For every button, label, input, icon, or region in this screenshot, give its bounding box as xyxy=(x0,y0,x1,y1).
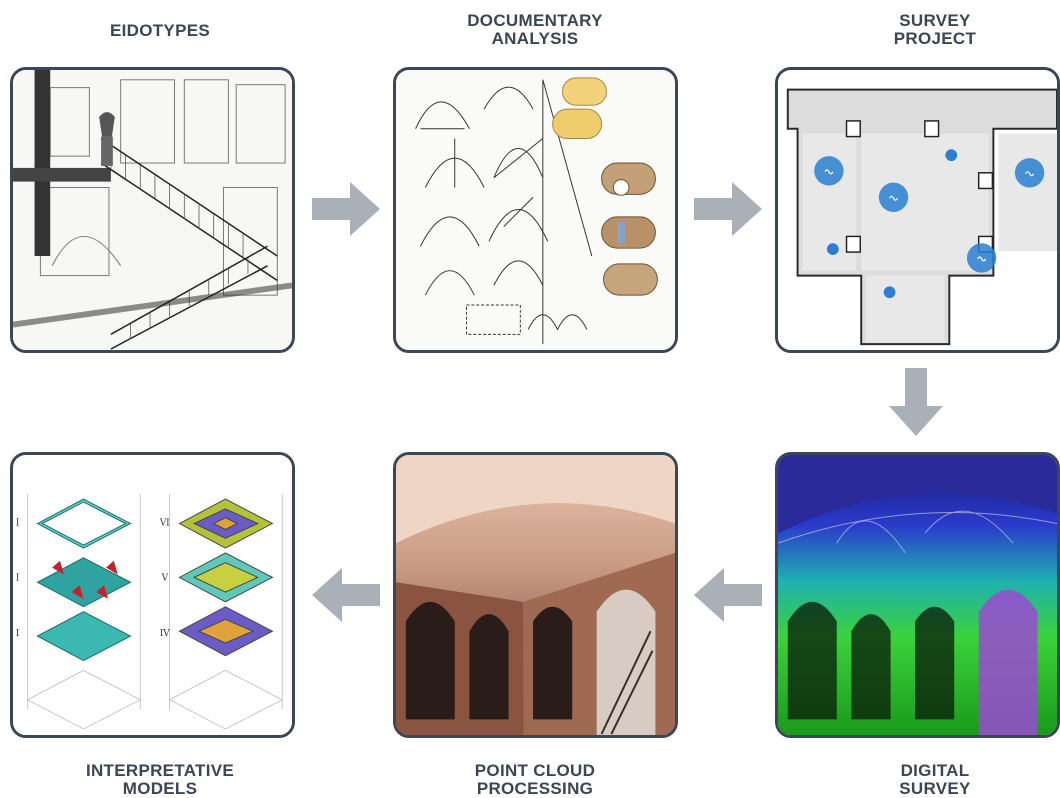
label-digital-survey: DIGITAL SURVEY xyxy=(899,761,971,798)
panel-digital-survey xyxy=(775,452,1060,738)
panel-documentary-analysis xyxy=(393,67,678,353)
arrow-right-1 xyxy=(312,182,380,236)
model-label-left-2: I xyxy=(16,573,19,583)
rgb-point-cloud-image xyxy=(396,455,675,735)
arrow-down xyxy=(889,368,943,436)
arrow-right-2 xyxy=(694,182,762,236)
vault-models-image: I I I VI V IV xyxy=(13,455,292,735)
arrow-left-2 xyxy=(312,568,380,622)
vault-treatise-image xyxy=(396,70,675,350)
panel-eidotypes xyxy=(10,67,295,353)
panel-survey-project xyxy=(775,67,1060,353)
panel-interpretative-models: I I I VI V IV xyxy=(10,452,295,738)
model-label-right-2: V xyxy=(161,573,169,583)
label-point-cloud-processing: POINT CLOUD PROCESSING xyxy=(474,761,596,798)
model-label-left-3: I xyxy=(16,629,19,639)
label-documentary-analysis: DOCUMENTARY ANALYSIS xyxy=(467,11,603,48)
model-label-left-1: I xyxy=(16,518,19,528)
label-survey-project: SURVEY PROJECT xyxy=(893,11,977,48)
staircase-sketch-image xyxy=(13,70,292,350)
model-label-right-1: VI xyxy=(159,518,170,528)
panel-point-cloud-processing xyxy=(393,452,678,738)
label-interpretative-models: INTERPRETATIVE MODELS xyxy=(85,761,235,798)
model-label-right-3: IV xyxy=(160,629,170,639)
floor-plan-image xyxy=(778,70,1057,350)
intensity-point-cloud-image xyxy=(778,455,1057,735)
arrow-left-1 xyxy=(694,568,762,622)
label-eidotypes: EIDOTYPES xyxy=(109,21,210,40)
